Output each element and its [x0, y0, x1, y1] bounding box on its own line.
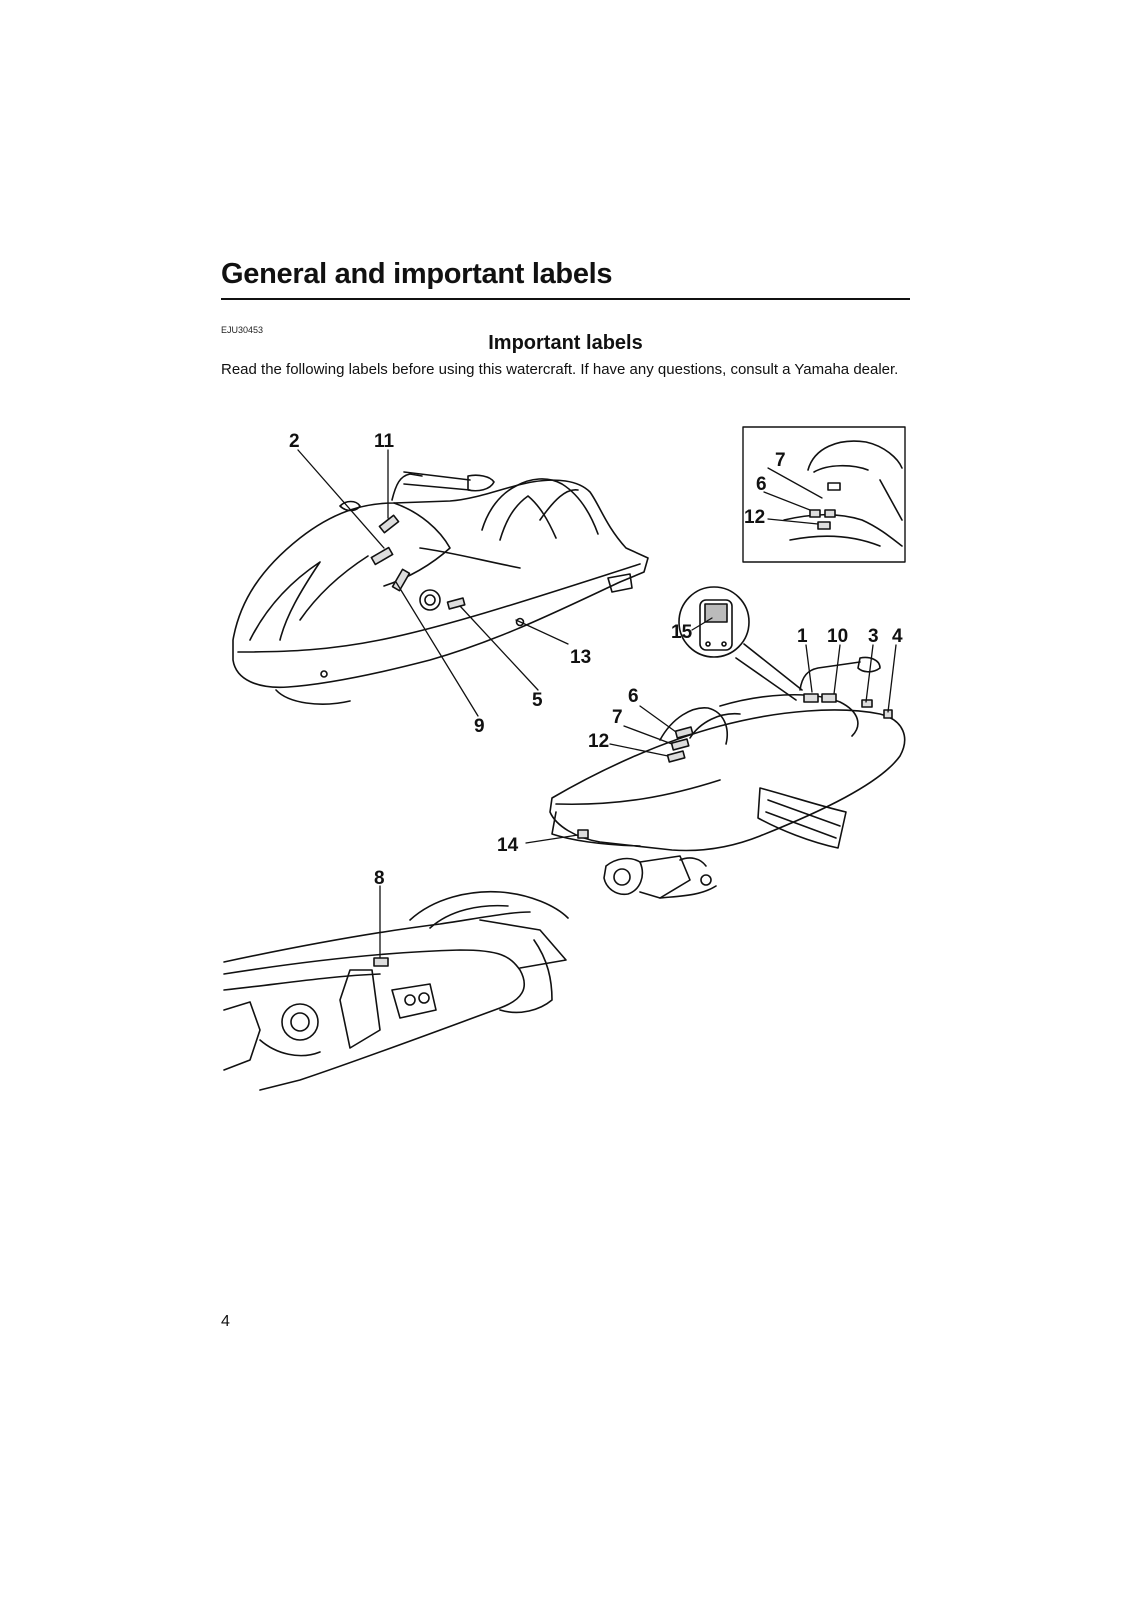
callout-11: 11: [374, 431, 395, 452]
callout-6: 6: [628, 686, 639, 707]
engine-compartment-view: [223, 890, 569, 1091]
callout-7: 7: [612, 707, 623, 728]
callout-6-inset: 6: [756, 474, 767, 495]
title-rule: [221, 298, 910, 300]
callout-7-inset: 7: [775, 450, 786, 471]
section-code: EJU30453: [221, 325, 264, 335]
watercraft-front-view: [232, 471, 649, 705]
page-number: 4: [221, 1313, 230, 1330]
callout-4: 4: [892, 626, 903, 647]
callout-14: 14: [497, 835, 519, 856]
callout-1: 1: [797, 626, 808, 647]
callout-2: 2: [289, 431, 300, 452]
intro-paragraph: Read the following labels before using t…: [221, 361, 899, 378]
callout-12-inset: 12: [744, 507, 765, 528]
callout-numbers: 2 11 7 6 12 15 1 10 3 4 13 5 9 6 7 12 14…: [289, 431, 903, 889]
callout-15: 15: [671, 622, 693, 643]
callout-10: 10: [827, 626, 848, 647]
callout-13: 13: [570, 647, 591, 668]
section-heading: Important labels: [488, 332, 643, 354]
callout-12: 12: [588, 731, 609, 752]
callout-5: 5: [532, 690, 543, 711]
page-title: General and important labels: [221, 258, 613, 290]
callout-3: 3: [868, 626, 879, 647]
leader-lines: [297, 449, 897, 959]
inset-label-circle: [678, 586, 803, 701]
callout-8: 8: [374, 868, 385, 889]
inset-rear-seat-detail: [742, 426, 906, 563]
watercraft-rear-view: [549, 656, 906, 899]
callout-9: 9: [474, 716, 485, 737]
